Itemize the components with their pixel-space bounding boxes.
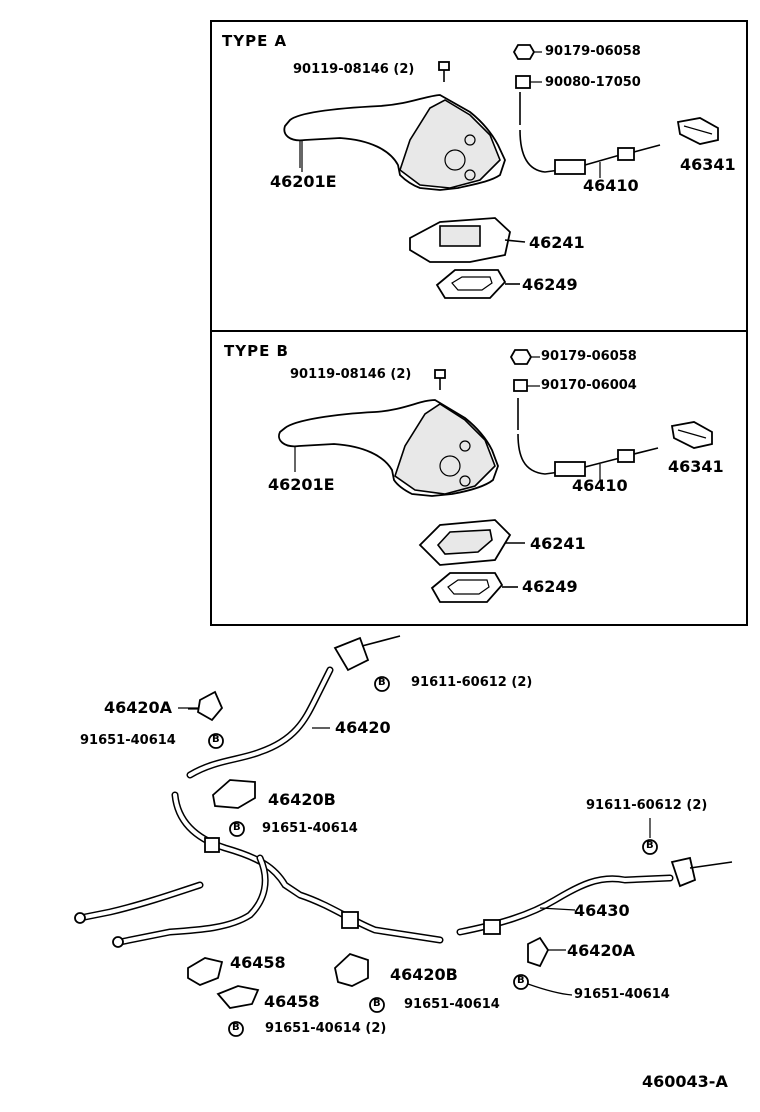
- clamp-right-label: 46420A: [567, 941, 636, 960]
- type-a-boot: [435, 269, 520, 299]
- leader-lines: [188, 140, 651, 996]
- type-b-title: TYPE B: [224, 342, 289, 360]
- bolt-marker-b-2: B: [212, 734, 220, 745]
- clip-upper-label: 46458: [230, 953, 286, 972]
- bolt-marker-b-4: B: [646, 840, 654, 851]
- type-a-title: TYPE A: [222, 32, 288, 50]
- type-a-clip: [676, 117, 719, 145]
- type-a-bolt-label: 90119-08146 (2): [293, 62, 415, 77]
- bolt-b-label: 91611-60612 (2): [586, 798, 708, 813]
- type-b-cable-label: 46410: [572, 476, 628, 495]
- bolt-marker-b-6: B: [373, 998, 381, 1009]
- type-b-bolt: [434, 369, 446, 390]
- type-b-boot-label: 46249: [522, 577, 578, 596]
- type-b-lever: [278, 399, 499, 497]
- bolt-d-label: 91651-40614: [262, 821, 358, 836]
- type-a-cable-label: 46410: [583, 176, 639, 195]
- bolt-c-label: 91651-40614: [80, 733, 176, 748]
- main-cable-lower: [74, 791, 444, 948]
- type-b-nuts: [509, 349, 540, 392]
- clamp-left-label: 46420A: [104, 698, 173, 717]
- type-b-nut2-label: 90170-06004: [541, 378, 637, 393]
- cable-46430: [456, 856, 733, 936]
- type-b-bolt-label: 90119-08146 (2): [290, 367, 412, 382]
- bolt-marker-b-3: B: [233, 822, 241, 833]
- type-a-bolt: [438, 61, 450, 82]
- bolt-markers: [208, 676, 658, 1037]
- type-b-lever-label: 46201E: [268, 475, 335, 494]
- cable-46430-label: 46430: [574, 901, 630, 920]
- type-b-boot: [430, 572, 518, 603]
- figure-code: 460043-A: [642, 1072, 728, 1091]
- clip-lower-label: 46458: [264, 992, 320, 1011]
- retainer-upper-label: 46420B: [268, 790, 336, 809]
- type-b-bracket: [418, 519, 525, 566]
- clips-46458: [187, 957, 260, 1009]
- type-a-boot-label: 46249: [522, 275, 578, 294]
- type-b-nut1-label: 90179-06058: [541, 349, 637, 364]
- bolt-marker-b-7: B: [232, 1022, 240, 1033]
- type-a-nut1-label: 90179-06058: [545, 44, 641, 59]
- type-b-panel: [210, 330, 748, 626]
- type-a-clip-label: 46341: [680, 155, 736, 174]
- type-b-bracket-label: 46241: [530, 534, 586, 553]
- cable-46420: [186, 635, 401, 779]
- clamp-left: [178, 690, 224, 722]
- bolt-e-label: 91651-40614: [574, 987, 670, 1002]
- type-a-nuts: [512, 44, 542, 89]
- type-b-clip: [670, 421, 713, 449]
- retainer-lower: [334, 952, 369, 987]
- bolt-marker-b-5: B: [517, 975, 525, 986]
- type-b-clip-label: 46341: [668, 457, 724, 476]
- bolt-f-label: 91651-40614: [404, 997, 500, 1012]
- type-a-cable: [519, 92, 661, 178]
- retainer-lower-label: 46420B: [390, 965, 458, 984]
- type-a-bracket-label: 46241: [529, 233, 585, 252]
- bolt-a-label: 91611-60612 (2): [411, 675, 533, 690]
- retainer-upper: [212, 779, 256, 809]
- bolt-g-label: 91651-40614 (2): [265, 1021, 387, 1036]
- type-a-lever: [283, 94, 506, 191]
- bolt-marker-b-1: B: [378, 677, 386, 688]
- type-a-nut2-label: 90080-17050: [545, 75, 641, 90]
- type-a-bracket: [409, 217, 526, 263]
- clamp-right: [527, 936, 566, 968]
- cable-46420-label: 46420: [335, 718, 391, 737]
- type-b-cable: [517, 398, 659, 480]
- type-a-lever-label: 46201E: [270, 172, 337, 191]
